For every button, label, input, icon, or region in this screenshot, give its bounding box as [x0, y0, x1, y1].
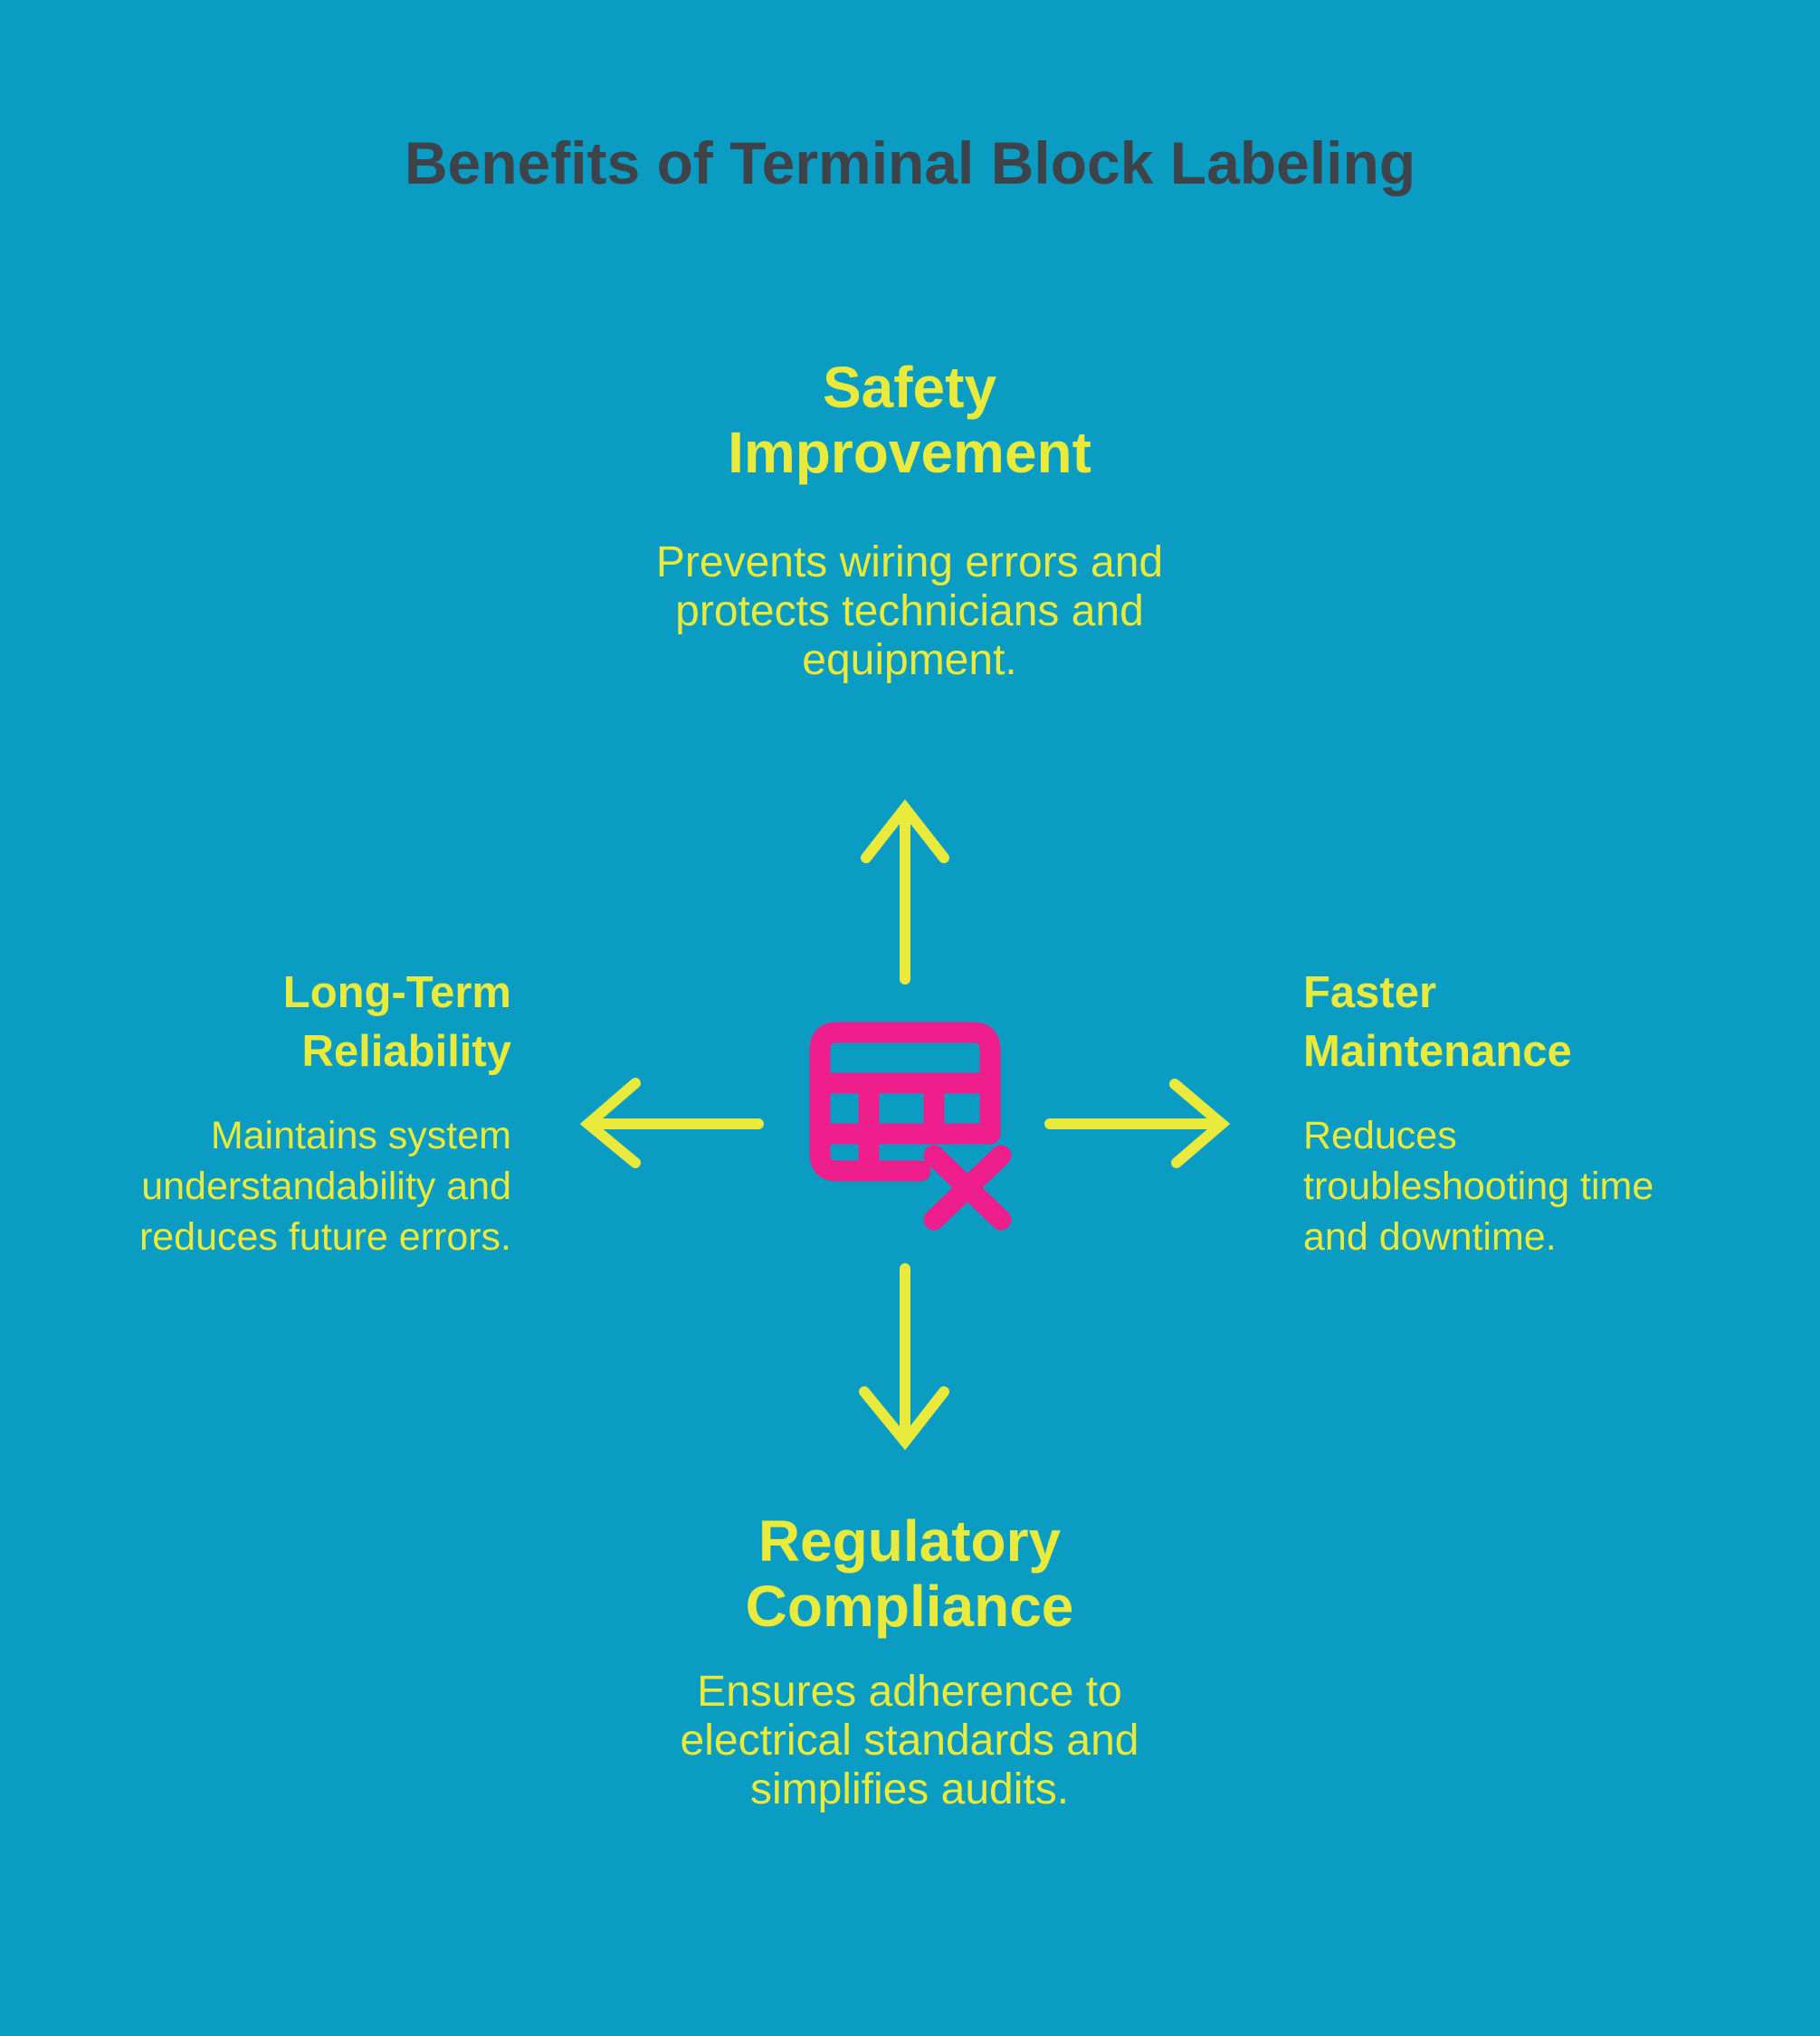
section-heading-long-term-reliability: Long-Term Reliability — [282, 968, 511, 1076]
section-heading-regulatory-compliance: Regulatory Compliance — [745, 1508, 1074, 1640]
section-body-faster-maintenance: Reduces troubleshooting time and downtim… — [1303, 1114, 1654, 1259]
terminal-block-delete-icon — [809, 1022, 1012, 1231]
arrow-left-icon — [579, 1078, 764, 1168]
arrow-down-icon — [859, 1263, 949, 1451]
arrow-up-icon — [861, 799, 949, 985]
arrow-right-icon — [1044, 1079, 1231, 1168]
section-heading-faster-maintenance: Faster Maintenance — [1303, 968, 1572, 1076]
section-body-long-term-reliability: Maintains system understandability and r… — [138, 1114, 511, 1259]
page-title: Benefits of Terminal Block Labeling — [404, 129, 1416, 196]
section-body-safety-improvement: Prevents wiring errors and protects tech… — [655, 538, 1164, 684]
section-body-regulatory-compliance: Ensures adherence to electrical standard… — [680, 1668, 1139, 1813]
section-heading-safety-improvement: Safety Improvement — [728, 355, 1091, 486]
